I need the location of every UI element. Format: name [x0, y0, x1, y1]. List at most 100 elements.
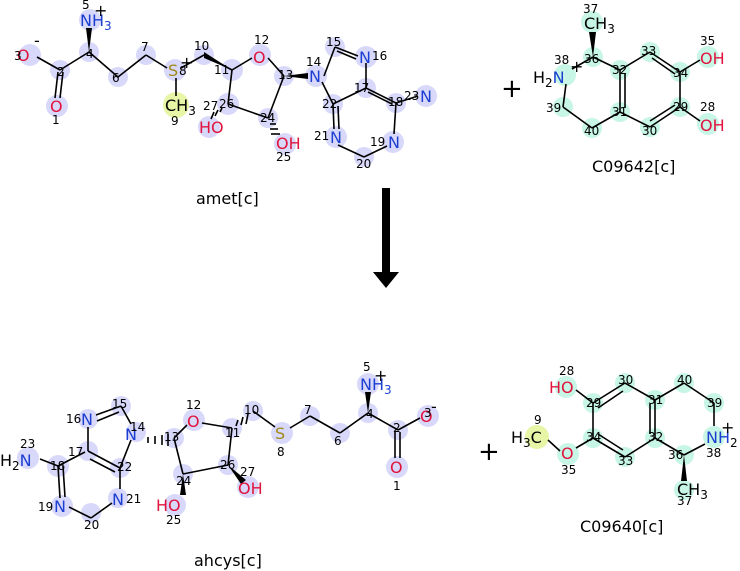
amet-N5: NH3 [80, 11, 112, 33]
amet-N19: N [388, 133, 400, 152]
svg-text:27: 27 [240, 465, 255, 479]
svg-text:14: 14 [130, 420, 145, 434]
svg-text:16: 16 [372, 49, 387, 63]
svg-text:28: 28 [700, 100, 715, 114]
amet-O27: HO [199, 118, 224, 137]
amet-O12: O [253, 48, 266, 67]
svg-text:4: 4 [86, 47, 94, 61]
svg-text:40: 40 [584, 124, 599, 138]
svg-text:5: 5 [363, 360, 371, 374]
ahcys-caption: ahcys[c] [194, 551, 262, 570]
amet-S8-charge: + [180, 53, 193, 72]
svg-text:8: 8 [277, 445, 285, 459]
svg-text:3: 3 [424, 406, 432, 420]
svg-text:39: 39 [546, 101, 561, 115]
svg-text:2: 2 [393, 421, 401, 435]
amet-C9: CH3 [165, 96, 196, 118]
ahcys-N23: H2N [0, 451, 32, 473]
svg-text:19: 19 [370, 135, 385, 149]
c09640-N38-charge: + [721, 418, 734, 437]
svg-text:32: 32 [612, 63, 627, 77]
svg-text:10: 10 [194, 39, 209, 53]
amet-atom-numbers: 3 2 1 4 5 6 7 8 9 10 11 12 13 26 27 24 2… [14, 0, 419, 171]
svg-text:37: 37 [677, 494, 692, 508]
svg-text:5: 5 [82, 0, 90, 12]
svg-text:21: 21 [126, 492, 141, 506]
ahcys-atom-numbers: 23 15 16 14 17 18 22 19 21 20 13 12 11 1… [20, 360, 432, 532]
c09642-caption: C09642[c] [592, 157, 675, 176]
svg-text:31: 31 [612, 105, 627, 119]
svg-text:40: 40 [677, 373, 692, 387]
svg-text:22: 22 [117, 460, 132, 474]
svg-text:35: 35 [561, 463, 576, 477]
ahcys-N19: N [54, 497, 66, 516]
svg-text:30: 30 [618, 373, 633, 387]
ahcys-N21: N [112, 490, 124, 509]
svg-text:16: 16 [66, 412, 81, 426]
svg-text:3: 3 [14, 49, 22, 63]
c09640-caption: C09640[c] [580, 517, 663, 536]
svg-text:20: 20 [356, 157, 371, 171]
amet-N5-charge: + [94, 1, 107, 20]
svg-text:13: 13 [278, 68, 293, 82]
svg-text:30: 30 [642, 124, 657, 138]
svg-text:12: 12 [254, 33, 269, 47]
svg-text:33: 33 [641, 44, 656, 58]
ahcys-O12: O [187, 412, 200, 431]
ahcys-O27: OH [238, 479, 263, 498]
ahcys-N16: N [81, 410, 93, 429]
svg-text:25: 25 [166, 513, 181, 527]
ahcys-N5: NH3 [360, 375, 392, 397]
svg-text:1: 1 [52, 113, 60, 127]
svg-text:29: 29 [673, 100, 688, 114]
svg-text:27: 27 [203, 99, 218, 113]
c09642-O35: OH [700, 49, 725, 68]
svg-text:31: 31 [648, 393, 663, 407]
svg-text:4: 4 [366, 407, 374, 421]
svg-text:34: 34 [673, 66, 688, 80]
svg-text:1: 1 [393, 479, 401, 493]
ahcys-O3: O [420, 407, 433, 426]
svg-text:10: 10 [244, 403, 259, 417]
svg-text:24: 24 [260, 111, 275, 125]
c09640-O35: O [561, 444, 574, 463]
c09642-atom-numbers: 37 36 38 39 40 32 33 34 35 29 28 31 30 [546, 2, 715, 138]
molecule-c09640: HO H3C O NH2 + CH3 28 30 40 29 31 39 9 3… [511, 364, 738, 536]
molecule-c09642: CH3 H2N + OH OH 37 36 38 39 40 32 33 34 … [533, 2, 725, 176]
svg-text:38: 38 [706, 446, 721, 460]
svg-text:36: 36 [584, 52, 599, 66]
c09642-O28: OH [700, 116, 725, 135]
svg-text:34: 34 [586, 430, 601, 444]
svg-text:37: 37 [583, 2, 598, 16]
svg-text:6: 6 [112, 71, 120, 85]
ahcys-O25: HO [156, 496, 181, 515]
reaction-arrow [373, 188, 399, 288]
svg-text:7: 7 [141, 40, 149, 54]
svg-text:11: 11 [225, 426, 240, 440]
ahcys-S8: S [275, 424, 285, 443]
svg-text:18: 18 [50, 459, 65, 473]
svg-text:6: 6 [334, 434, 342, 448]
svg-text:36: 36 [668, 448, 683, 462]
c09642-N38: H2N [533, 68, 565, 90]
c09640-N38: NH2 [706, 428, 738, 450]
ahcys-N14: N [125, 425, 137, 444]
svg-text:23: 23 [20, 437, 35, 451]
c09642-N38-charge: + [570, 57, 583, 76]
amet-N16: N [359, 48, 371, 67]
moved-methyl-highlight-product [525, 425, 549, 449]
svg-text:21: 21 [314, 129, 329, 143]
c09640-C37: CH3 [677, 480, 708, 502]
ahcys-O3-charge: - [431, 397, 437, 416]
molecule-ahcys: H2N N N N N O HO OH S NH3 + O - O 23 15 … [0, 360, 439, 570]
ahcys-N5-charge: + [374, 366, 387, 385]
amet-S8: S [168, 61, 178, 80]
c09642-C37: CH3 [584, 14, 615, 36]
amet-O3-charge: - [34, 31, 40, 50]
svg-text:26: 26 [220, 458, 235, 472]
svg-text:12: 12 [186, 398, 201, 412]
ahcys-O1: O [390, 458, 403, 477]
svg-text:15: 15 [112, 397, 127, 411]
svg-text:23: 23 [404, 89, 419, 103]
